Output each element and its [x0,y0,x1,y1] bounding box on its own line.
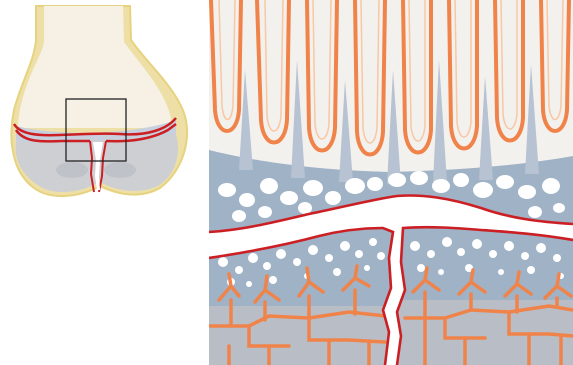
epiphysis-shadow-left [56,162,88,178]
physis-detail [209,0,573,365]
lower-left-fragment [209,220,409,365]
upper-fragment [209,0,573,240]
epiphysis-shadow-right [104,162,136,178]
lower-right-fragment [393,220,573,365]
femur-overview [0,0,200,220]
